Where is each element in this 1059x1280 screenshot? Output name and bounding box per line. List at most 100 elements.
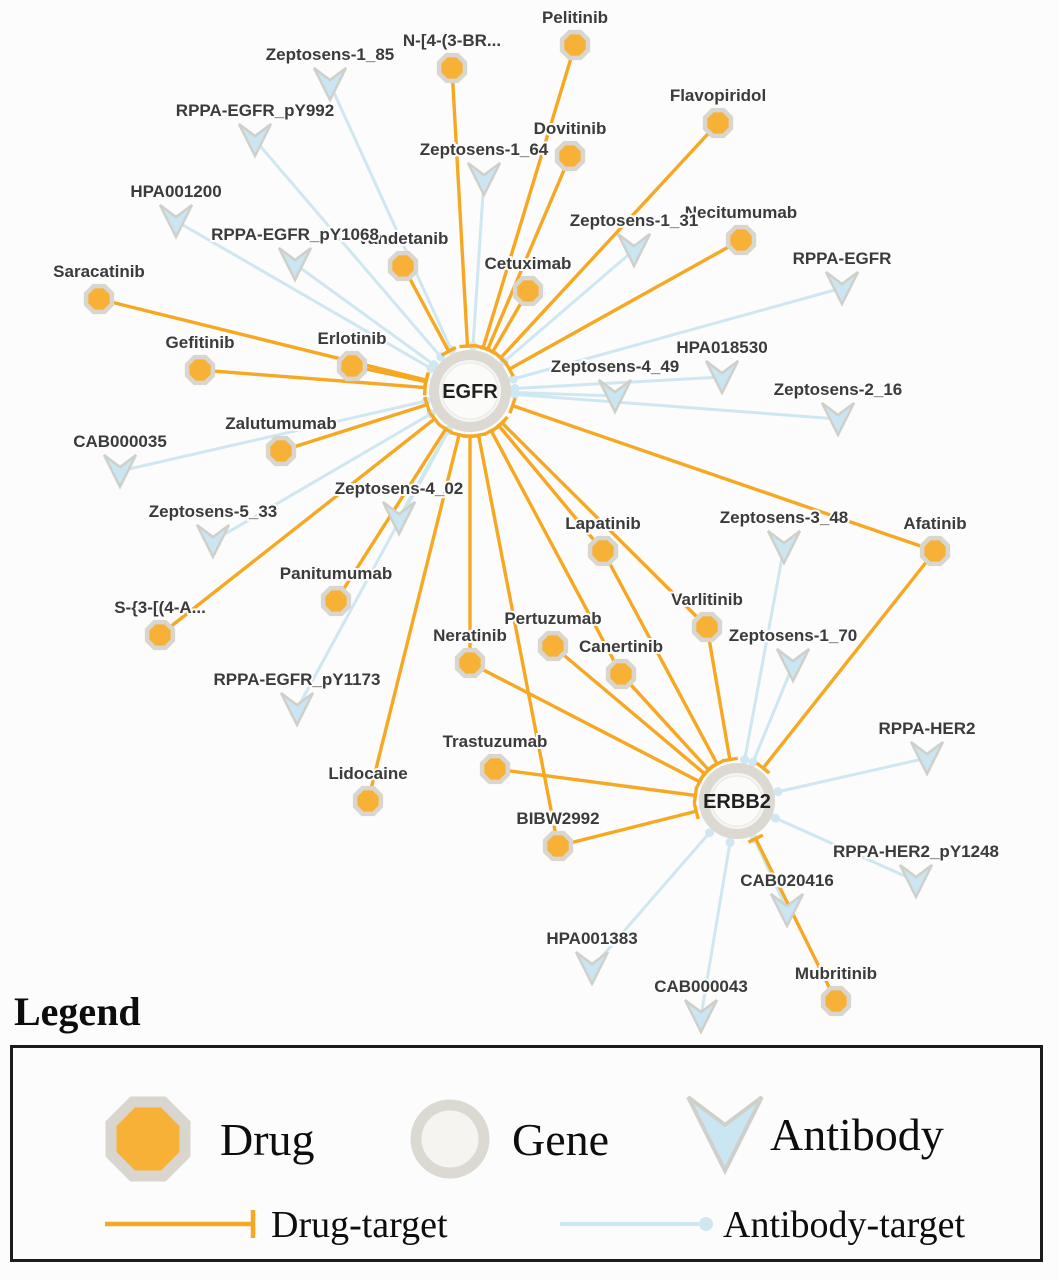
drug-target-edge: [280, 396, 432, 453]
drug-node-Mubritinib[interactable]: [820, 985, 852, 1017]
drug-node-label: Pelitinib: [542, 8, 608, 27]
drug-target-edge: [551, 644, 712, 782]
antibody-node-Zeptosens-5_33[interactable]: [195, 524, 231, 560]
drug-node-Afatinib[interactable]: [919, 535, 951, 567]
drug-node-label: Varlitinib: [671, 590, 743, 609]
antibody-node-Zeptosens-1_85[interactable]: [312, 67, 348, 103]
drug-node-Zalutumumab[interactable]: [265, 435, 297, 467]
antibody-target-edge: [294, 262, 439, 370]
drug-node-label: Flavopiridol: [670, 86, 766, 105]
drug-node-label: Necitumumab: [685, 203, 797, 222]
antibody-target-edge: [748, 664, 795, 767]
antibody-node-RPPA-EGFR_pY1173[interactable]: [279, 692, 315, 728]
antibody-node-HPA018530[interactable]: [704, 360, 740, 396]
antibody-node-label: RPPA-EGFR_pY992: [176, 101, 334, 120]
gene-node-label: EGFR: [442, 381, 498, 403]
antibody-target-edge: [328, 83, 456, 355]
drug-node-Pertuzumab[interactable]: [537, 630, 569, 662]
drug-node-label: Dovitinib: [534, 119, 607, 138]
legend-canvas: Drug Gene Antibody Drug-target Antibody-…: [105, 1095, 965, 1246]
drug-node-Neratinib[interactable]: [454, 647, 486, 679]
drug-node-Dovitinib[interactable]: [554, 140, 586, 172]
drug-node-BIBW2992[interactable]: [542, 830, 574, 862]
drug-node-label: Lidocaine: [328, 764, 407, 783]
legend-drug-label: Drug: [220, 1114, 315, 1165]
antibody-node-label: CAB020416: [740, 871, 834, 890]
antibody-node-Zeptosens-1_31[interactable]: [616, 233, 652, 269]
antibody-node-CAB000035[interactable]: [102, 454, 138, 490]
antibody-node-Zeptosens-4_49[interactable]: [597, 379, 633, 415]
drug-target-edge: [470, 431, 560, 847]
drug-target-edge: [755, 549, 937, 775]
antibody-target-edge: [508, 286, 843, 384]
drug-target-edge: [494, 767, 699, 804]
antibody-node-label: Zeptosens-1_70: [729, 626, 858, 645]
antibody-node-label: HPA001200: [130, 182, 221, 201]
drug-node-S3A[interactable]: [144, 619, 176, 651]
antibody-node-CAB000043[interactable]: [683, 999, 719, 1035]
drug-node-label: Afatinib: [903, 514, 966, 533]
antibody-target-edge: [590, 828, 714, 969]
antibody-node-RPPA-EGFR_pY1068[interactable]: [277, 247, 313, 283]
drug-node-Erlotinib[interactable]: [336, 350, 368, 382]
antibody-node-RPPA-EGFR_pY992[interactable]: [237, 123, 273, 159]
drug-node-label: Panitumumab: [280, 564, 392, 583]
antibody-node-label: CAB000035: [73, 432, 167, 451]
gene-node-EGFR[interactable]: [429, 350, 511, 432]
antibody-node-label: RPPA-EGFR_pY1068: [211, 225, 379, 244]
drug-node-label: Gefitinib: [166, 333, 235, 352]
drug-node-Pelitinib[interactable]: [559, 29, 591, 61]
drug-node-label: BIBW2992: [516, 809, 599, 828]
drug-node-Trastuzumab[interactable]: [479, 753, 511, 785]
drug-target-edge: [557, 803, 700, 848]
label-layer: PelitinibN-[4-(3-BR...DovitinibFlavopiri…: [51, 6, 1001, 998]
antibody-node-Zeptosens-4_02[interactable]: [381, 501, 417, 537]
antibody-node-label: Zeptosens-1_85: [266, 45, 395, 64]
antibody-node-label: HPA018530: [676, 338, 767, 357]
drug-node-Varlitinib[interactable]: [691, 611, 723, 643]
drug-node-N4BR[interactable]: [436, 52, 468, 84]
gene-node-ERBB2[interactable]: [699, 763, 775, 839]
antibody-node-Zeptosens-1_70[interactable]: [775, 648, 811, 684]
antibody-node-Zeptosens-3_48[interactable]: [766, 530, 802, 566]
drug-node-Gefitinib[interactable]: [184, 354, 216, 386]
drug-node-Cetuximab[interactable]: [512, 275, 544, 307]
drug-node-label: S-{3-[(4-A...: [114, 598, 206, 617]
antibody-node-label: RPPA-HER2_pY1248: [833, 842, 999, 861]
drug-node-Flavopiridol[interactable]: [702, 107, 734, 139]
legend-drug-icon: [105, 1096, 191, 1182]
node-layer: [83, 29, 951, 1035]
drug-node-Saracatinib[interactable]: [83, 283, 115, 315]
antibody-node-label: Zeptosens-5_33: [149, 502, 278, 521]
drug-node-Lidocaine[interactable]: [352, 785, 384, 817]
antibody-node-HPA001200[interactable]: [158, 204, 194, 240]
drug-target-edge: [495, 415, 709, 629]
drug-node-Panitumumab[interactable]: [320, 585, 352, 617]
drug-target-edge: [503, 238, 742, 377]
drug-node-Vandetanib[interactable]: [387, 250, 419, 282]
antibody-node-label: Zeptosens-4_49: [551, 357, 680, 376]
antibody-node-label: RPPA-HER2: [879, 719, 976, 738]
drug-node-label: Vandetanib: [358, 229, 449, 248]
drug-node-label: Cetuximab: [485, 254, 572, 273]
drug-node-Lapatinib[interactable]: [587, 535, 619, 567]
antibody-node-CAB020416[interactable]: [769, 893, 805, 929]
antibody-node-label: Zeptosens-2_16: [774, 380, 903, 399]
legend-antibody-label: Antibody: [770, 1109, 944, 1160]
antibody-node-label: RPPA-EGFR_pY1173: [214, 670, 381, 689]
drug-node-Necitumumab[interactable]: [725, 224, 757, 256]
drug-node-label: Lapatinib: [565, 514, 641, 533]
antibody-node-RPPA-HER2[interactable]: [909, 741, 945, 777]
antibody-node-Zeptosens-2_16[interactable]: [820, 402, 856, 438]
antibody-node-Zeptosens-1_64[interactable]: [466, 162, 502, 198]
antibody-node-label: CAB000043: [654, 977, 748, 996]
antibody-node-RPPA-EGFR[interactable]: [824, 271, 860, 307]
antibody-node-HPA001383[interactable]: [574, 951, 610, 987]
drug-node-Canertinib[interactable]: [605, 658, 637, 690]
drug-target-edge: [508, 397, 936, 553]
antibody-node-RPPA-HER2_pY1248[interactable]: [898, 864, 934, 900]
antibody-target-edge: [468, 178, 486, 351]
drug-node-label: Mubritinib: [795, 964, 877, 983]
legend-antibody-edge-dot: [699, 1217, 713, 1231]
